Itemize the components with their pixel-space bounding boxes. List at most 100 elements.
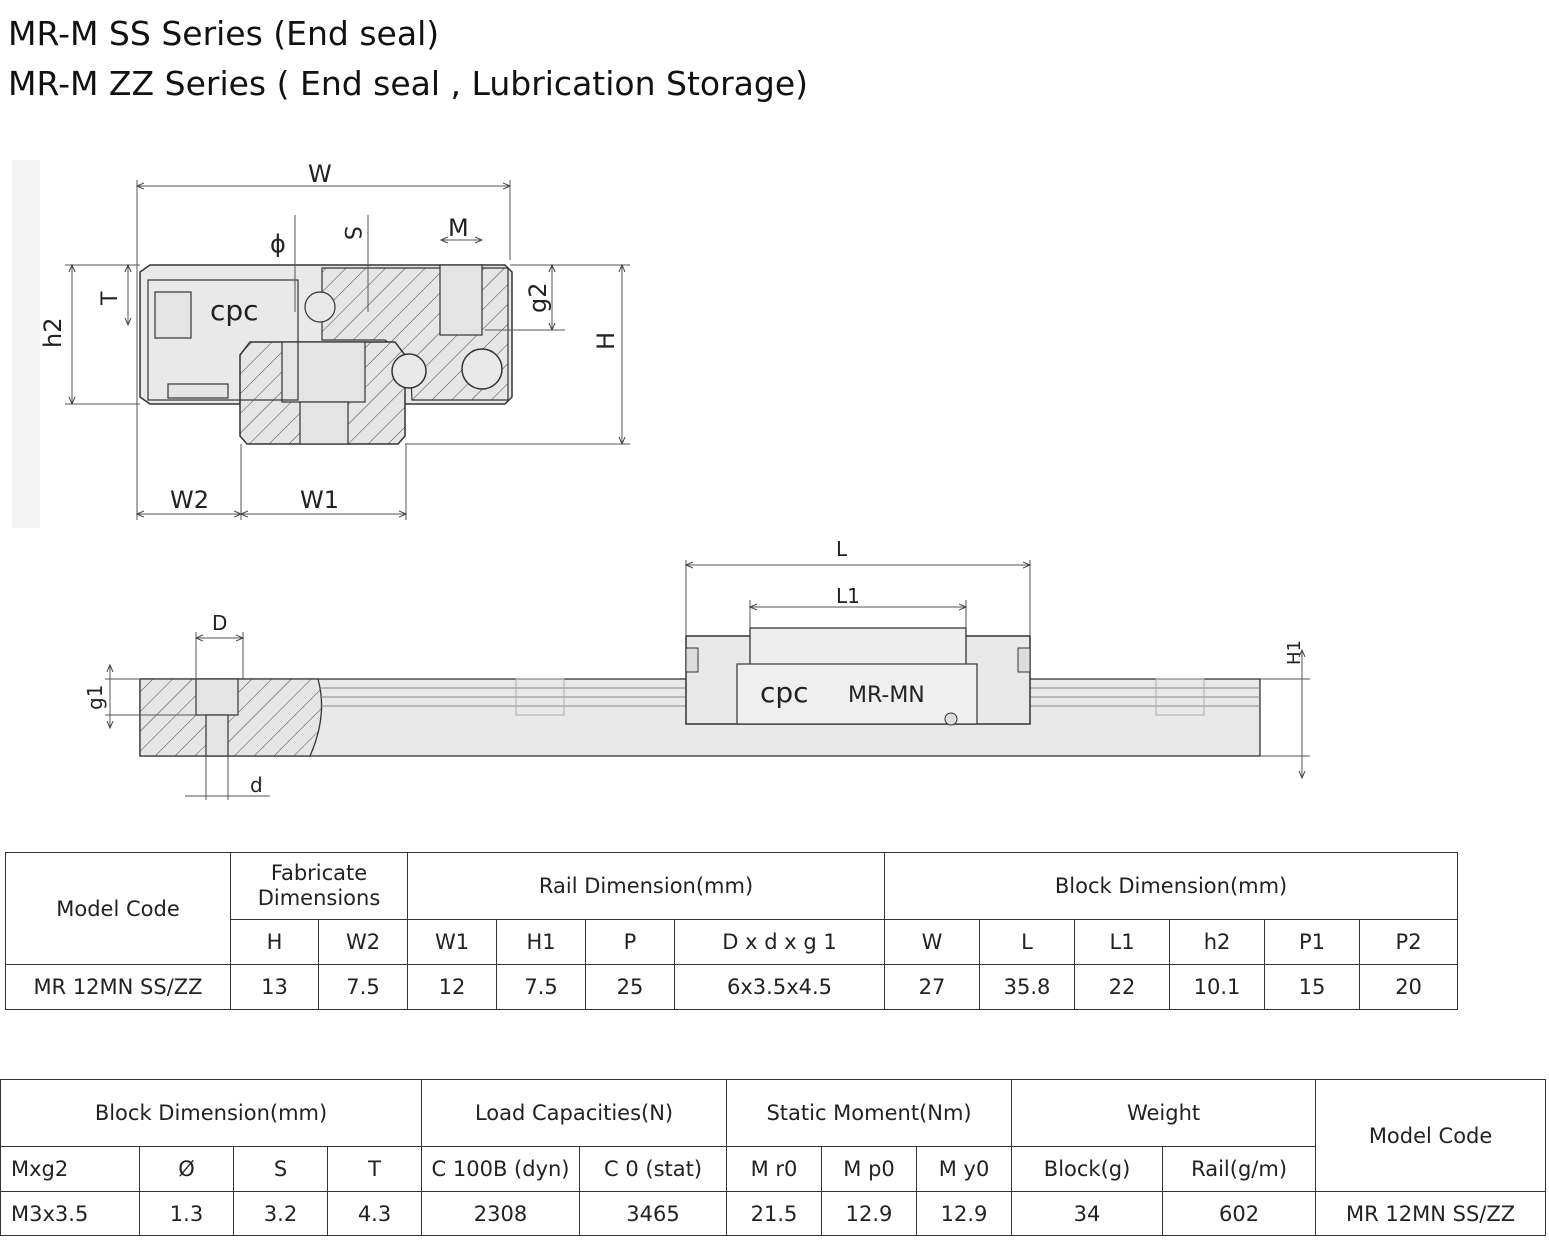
table-cell: 35.8 xyxy=(979,964,1076,1010)
subheader-cell: W1 xyxy=(407,919,498,965)
mounting-thread xyxy=(439,264,483,336)
table-cell: 2308 xyxy=(421,1191,581,1236)
header-block-dimension: Block Dimension(mm) xyxy=(884,852,1459,920)
header-weight: Weight xyxy=(1011,1079,1317,1147)
front-logo: cpc xyxy=(210,294,259,327)
dim-phi: ϕ xyxy=(270,230,286,258)
dim-g2: g2 xyxy=(524,282,552,313)
dim-W1: W1 xyxy=(300,486,339,514)
model-mark: MR-MN xyxy=(848,683,925,708)
cell-model-code: MR 12MN SS/ZZ xyxy=(1315,1191,1547,1236)
subheader-cell: Block(g) xyxy=(1011,1146,1164,1192)
subheader-cell: D x d x g 1 xyxy=(674,919,886,965)
dim-W2: W2 xyxy=(170,486,209,514)
table-cell: 4.3 xyxy=(326,1191,423,1236)
side-view: cpc MR-MN L L1 D g1 d H1 xyxy=(83,537,1310,800)
subheader-cell: P2 xyxy=(1359,919,1459,965)
subheader-cell: Ø xyxy=(139,1146,234,1192)
ball-left xyxy=(391,353,427,389)
pin-hole xyxy=(304,291,336,323)
header-model-code: Model Code xyxy=(1315,1079,1547,1192)
header-load-capacities: Load Capacities(N) xyxy=(421,1079,728,1147)
end-seal-pocket xyxy=(154,291,192,339)
dim-L1: L1 xyxy=(836,584,860,608)
table-cell: 10.1 xyxy=(1169,964,1266,1010)
subheader-cell: W2 xyxy=(317,919,409,965)
subheader-cell: P1 xyxy=(1264,919,1361,965)
subheader-cell: Rail(g/m) xyxy=(1162,1146,1317,1192)
rail-cut-section xyxy=(139,678,323,757)
table-cell: 1.3 xyxy=(139,1191,234,1236)
shade-strip xyxy=(12,160,40,528)
table-cell: 602 xyxy=(1162,1191,1317,1236)
table-cell: 12.9 xyxy=(916,1191,1013,1236)
subheader-cell: W xyxy=(884,919,981,965)
spec-table-rail-block: Model Code Fabricate Dimensions Rail Dim… xyxy=(5,852,1459,1010)
counterbore xyxy=(195,678,239,716)
rail-bolt-head xyxy=(281,341,366,403)
ball-right xyxy=(461,348,503,390)
table-cell: 3.2 xyxy=(233,1191,328,1236)
table-cell: 15 xyxy=(1264,964,1361,1010)
front-view: cpc W M ϕ S h2 T g2 H W2 W1 xyxy=(12,160,630,528)
dim-W: W xyxy=(308,160,332,188)
table-cell: 34 xyxy=(1011,1191,1164,1236)
subheader-cell: L1 xyxy=(1074,919,1171,965)
table-cell: 7.5 xyxy=(317,964,409,1010)
technical-drawing: cpc W M ϕ S h2 T g2 H W2 W1 xyxy=(12,160,1310,800)
header-fabricate-dimensions: Fabricate Dimensions xyxy=(229,852,409,920)
block-top xyxy=(749,627,967,667)
bolt-hole xyxy=(205,714,229,757)
dim-T: T xyxy=(98,291,123,306)
table-cell: 21.5 xyxy=(726,1191,823,1236)
dim-S: S xyxy=(339,226,364,240)
table-cell: 13 xyxy=(230,964,319,1010)
subheader-cell: Mxg2 xyxy=(0,1146,140,1192)
dim-D: D xyxy=(212,611,227,635)
dim-L: L xyxy=(836,537,848,561)
subheader-cell: T xyxy=(326,1146,423,1192)
table-row: MR 12MN SS/ZZ 13 7.5 12 7.5 25 6x3.5x4.5… xyxy=(5,964,1459,1010)
lube-port xyxy=(167,383,229,399)
subheader-cell: S xyxy=(233,1146,328,1192)
subheader-cell: H1 xyxy=(496,919,587,965)
subheader-cell: L xyxy=(979,919,1076,965)
side-logo: cpc xyxy=(760,676,809,709)
table-cell: M3x3.5 xyxy=(0,1191,140,1236)
table-cell: 25 xyxy=(585,964,676,1010)
subheader-cell: P xyxy=(585,919,676,965)
dim-M: M xyxy=(448,214,469,242)
subheader-cell: C 0 (stat) xyxy=(579,1146,728,1192)
dim-H: H xyxy=(592,332,620,350)
header-block-dimension: Block Dimension(mm) xyxy=(0,1079,423,1147)
header-model-code: Model Code xyxy=(5,852,231,965)
table-cell: 6x3.5x4.5 xyxy=(674,964,886,1010)
block-label-area xyxy=(736,663,978,725)
subheader-cell: h2 xyxy=(1169,919,1266,965)
subheader-cell: H xyxy=(230,919,319,965)
table-cell: 22 xyxy=(1074,964,1171,1010)
table-cell: 3465 xyxy=(579,1191,728,1236)
subheader-cell: C 100B (dyn) xyxy=(421,1146,581,1192)
spec-table-load-weight: Block Dimension(mm) Load Capacities(N) S… xyxy=(0,1079,1547,1236)
cell-model-code: MR 12MN SS/ZZ xyxy=(5,964,231,1010)
header-rail-dimension: Rail Dimension(mm) xyxy=(407,852,886,920)
dim-H1: H1 xyxy=(1284,640,1305,665)
end-cap-frame xyxy=(147,279,299,401)
subheader-cell: M p0 xyxy=(821,1146,918,1192)
header-static-moment: Static Moment(Nm) xyxy=(726,1079,1013,1147)
table-cell: 27 xyxy=(884,964,981,1010)
title-zz-series: MR-M ZZ Series ( End seal , Lubrication … xyxy=(8,64,808,103)
table-cell: 7.5 xyxy=(496,964,587,1010)
subheader-cell: M y0 xyxy=(916,1146,1013,1192)
subheader-cell: M r0 xyxy=(726,1146,823,1192)
dim-h2: h2 xyxy=(39,318,67,348)
table-row: M3x3.5 1.3 3.2 4.3 2308 3465 21.5 12.9 1… xyxy=(0,1191,1547,1236)
table-cell: 12 xyxy=(407,964,498,1010)
title-ss-series: MR-M SS Series (End seal) xyxy=(8,14,440,53)
dim-g1: g1 xyxy=(83,685,107,710)
table-cell: 12.9 xyxy=(821,1191,918,1236)
table-cell: 20 xyxy=(1359,964,1459,1010)
dim-d: d xyxy=(250,773,263,797)
rail-bolt-shank xyxy=(299,401,349,445)
